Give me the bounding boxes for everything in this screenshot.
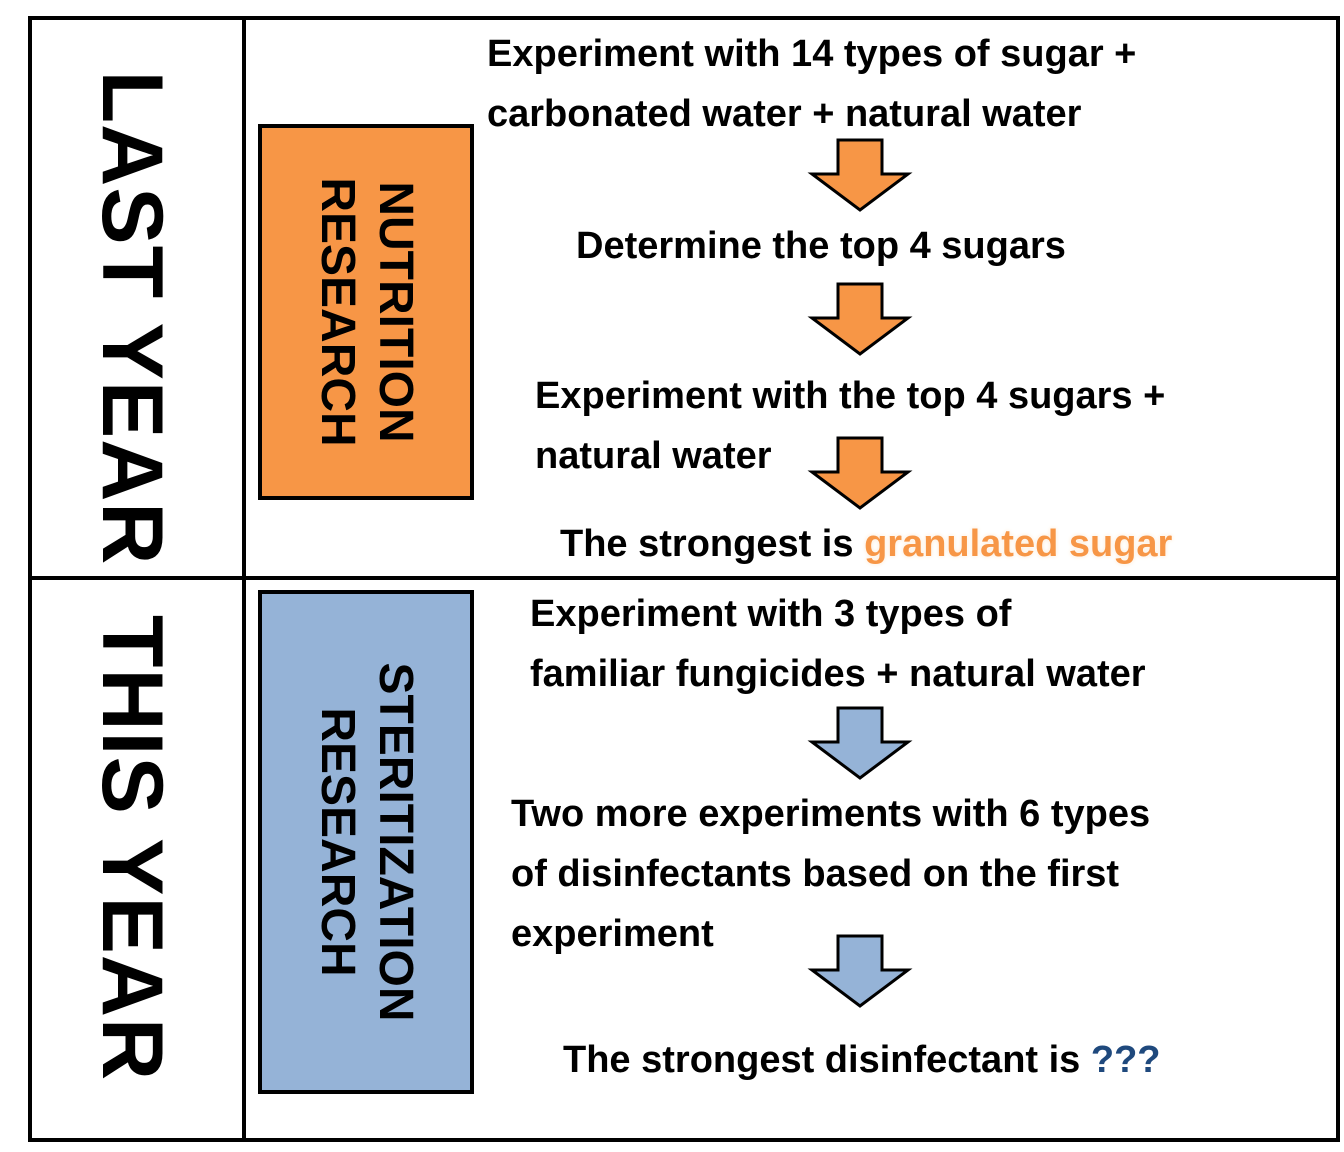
last-step-1: Experiment with 14 types of sugar + carb…	[487, 33, 1137, 135]
nutrition-research-box: NUTRITION RESEARCH	[258, 124, 474, 500]
down-arrow-icon	[807, 934, 913, 1008]
result-highlight: ???	[1090, 1039, 1161, 1081]
down-arrow-icon	[807, 436, 913, 510]
down-arrow-icon	[807, 282, 913, 356]
this-year-label: THIS YEAR	[84, 614, 180, 1082]
this-step-2: Two more experiments with 6 types of dis…	[511, 793, 1151, 955]
down-arrow-icon	[807, 706, 913, 780]
last-conclusion: The strongest is granulated sugar	[560, 523, 1173, 565]
sterilization-research-label: STERITIZATION RESEARCH	[311, 662, 422, 1022]
this-step-1: Experiment with 3 types of familiar fung…	[530, 593, 1146, 695]
last-step-3: Experiment with the top 4 sugars + natur…	[535, 375, 1166, 477]
last-year-label: LAST YEAR	[84, 70, 180, 566]
row-divider	[28, 576, 1340, 580]
down-arrow-icon	[807, 138, 913, 212]
sterilization-research-box: STERITIZATION RESEARCH	[258, 590, 474, 1094]
nutrition-research-label: NUTRITION RESEARCH	[311, 177, 422, 447]
result-highlight: granulated sugar	[864, 523, 1173, 565]
this-conclusion: The strongest disinfectant is ???	[563, 1039, 1161, 1081]
last-step-2: Determine the top 4 sugars	[576, 225, 1066, 267]
